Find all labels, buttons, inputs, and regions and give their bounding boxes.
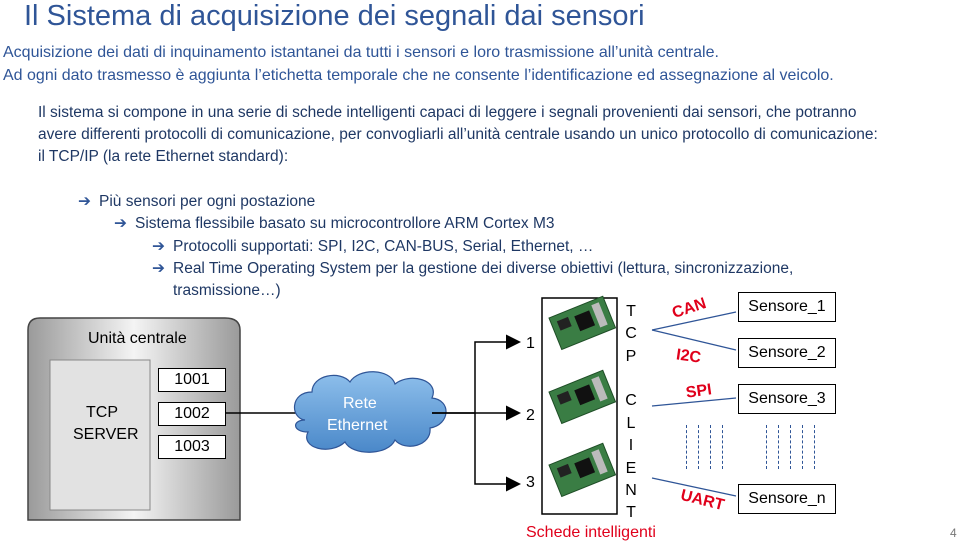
- bullet-item-4-continuation: trasmissione…): [173, 282, 281, 299]
- circuit-board-icon: [548, 295, 617, 351]
- network-link-board-1: [432, 334, 521, 414]
- tcp-client-letter: L: [626, 415, 636, 432]
- network-link-board-3: [474, 413, 521, 492]
- board-number-3: 3: [526, 474, 535, 491]
- tcp-client-letter: P: [625, 348, 637, 365]
- tcp-client-letter: N: [625, 482, 637, 499]
- tcp-client-letter: E: [625, 460, 637, 477]
- tcp-client-letter: C: [625, 325, 637, 342]
- sensor-3: Sensore_3: [738, 384, 836, 414]
- arrow-right-icon: ➔: [152, 238, 165, 255]
- bullet-item-2: ➔ Sistema flessibile basato su microcontr…: [114, 214, 555, 233]
- server-label: SERVER: [73, 426, 139, 443]
- page-title: Il Sistema di acquisizione dei segnali d…: [24, 0, 645, 32]
- port-1003: 1003: [158, 435, 226, 459]
- intro-line-2: Ad ogni dato trasmesso è aggiunta l’etic…: [3, 67, 834, 84]
- sensor-link-1: [651, 311, 737, 331]
- tcp-client-letter: I: [628, 437, 634, 454]
- sensor-1: Sensore_1: [738, 292, 836, 322]
- port-1002: 1002: [158, 402, 226, 426]
- bullet-text: Più sensori per ogni postazione: [99, 193, 316, 210]
- ellipsis-dash: [802, 425, 803, 469]
- sensor-link-n: [651, 477, 737, 497]
- bullet-text: Sistema flessibile basato su microcontro…: [135, 215, 555, 232]
- circuit-board-icon: [548, 442, 617, 498]
- bullet-item-1: ➔ Più sensori per ogni postazione: [78, 192, 315, 211]
- arrow-right-icon: ➔: [152, 260, 165, 277]
- network-label-line-2: Ethernet: [327, 417, 388, 434]
- bullet-item-3: ➔ Protocolli supportati: SPI, I2C, CAN-BU…: [152, 237, 593, 256]
- board-number-2: 2: [526, 407, 535, 424]
- bullet-text: Protocolli supportati: SPI, I2C, CAN-BUS…: [173, 238, 594, 255]
- ellipsis-dash: [722, 425, 723, 469]
- central-unit-label: Unità centrale: [88, 330, 187, 347]
- protocol-spi: SPI: [684, 381, 713, 402]
- bullet-text: Real Time Operating System per la gestio…: [173, 260, 794, 277]
- ellipsis-dash: [766, 425, 767, 469]
- intro-line-1: Acquisizione dei dati di inquinamento is…: [3, 44, 719, 61]
- port-1001: 1001: [158, 368, 226, 392]
- ellipsis-dash: [814, 425, 815, 469]
- circuit-board-icon: [548, 369, 617, 425]
- ellipsis-dash: [778, 425, 779, 469]
- description-paragraph: Il sistema si compone in una serie di sc…: [38, 104, 878, 165]
- page-number: 4: [950, 526, 957, 540]
- sensor-n: Sensore_n: [738, 484, 836, 514]
- ellipsis-dash: [710, 425, 711, 469]
- arrow-right-icon: ➔: [114, 215, 127, 232]
- ellipsis-dash: [790, 425, 791, 469]
- network-label-line-1: Rete: [343, 395, 377, 412]
- ellipsis-dash: [686, 425, 687, 469]
- tcp-client-letter: C: [625, 392, 637, 409]
- bullet-item-4: ➔ Real Time Operating System per la gesti…: [152, 259, 793, 278]
- tcp-label: TCP: [86, 404, 118, 421]
- ellipsis-dash: [698, 425, 699, 469]
- tcp-client-letter: T: [626, 504, 636, 521]
- board-number-1: 1: [526, 335, 535, 352]
- boards-caption: Schede intelligenti: [526, 524, 656, 541]
- tcp-client-letter: T: [626, 303, 636, 320]
- protocol-i2c: I2C: [675, 346, 703, 367]
- sensor-link-2: [651, 329, 737, 351]
- sensor-link-3: [651, 397, 737, 407]
- sensor-2: Sensore_2: [738, 338, 836, 368]
- arrow-right-icon: ➔: [78, 193, 91, 210]
